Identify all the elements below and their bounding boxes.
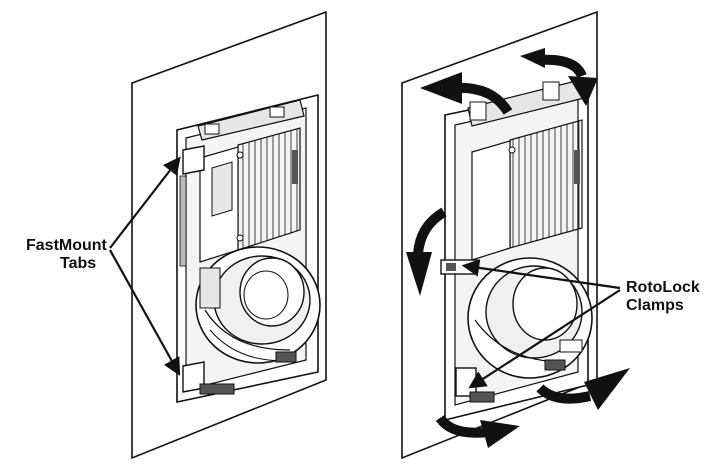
rotation-arrow-top-left — [420, 72, 513, 115]
rotation-arrow-top-right — [520, 48, 598, 106]
rotolock-label-line2: Clamps — [626, 297, 684, 314]
rotolock-label-line1: RotoLock — [626, 279, 700, 296]
right-illustration: RotoLock Clamps — [401, 10, 700, 460]
fastmount-label-line2: Tabs — [60, 255, 96, 272]
fastmount-label-line1: FastMount — [26, 237, 108, 254]
fastmount-tab-top — [179, 145, 205, 267]
fastmount-arrow-bottom — [109, 249, 181, 376]
rotation-arrow-left — [406, 207, 447, 296]
rotolock-arrow-bottom — [468, 289, 621, 389]
rotolock-arrow-top — [461, 259, 621, 290]
fastmount-tab-bottom — [182, 351, 297, 395]
fastmount-arrow-top — [109, 156, 181, 249]
right-crossover-module — [471, 119, 583, 261]
left-crossover-module — [199, 127, 301, 263]
rotation-arrow-bottom-left — [435, 414, 520, 448]
left-woofer — [195, 246, 321, 364]
rotation-arrow-bottom-right — [536, 368, 630, 410]
left-illustration: FastMount Tabs — [26, 10, 327, 460]
right-woofer — [467, 257, 593, 379]
